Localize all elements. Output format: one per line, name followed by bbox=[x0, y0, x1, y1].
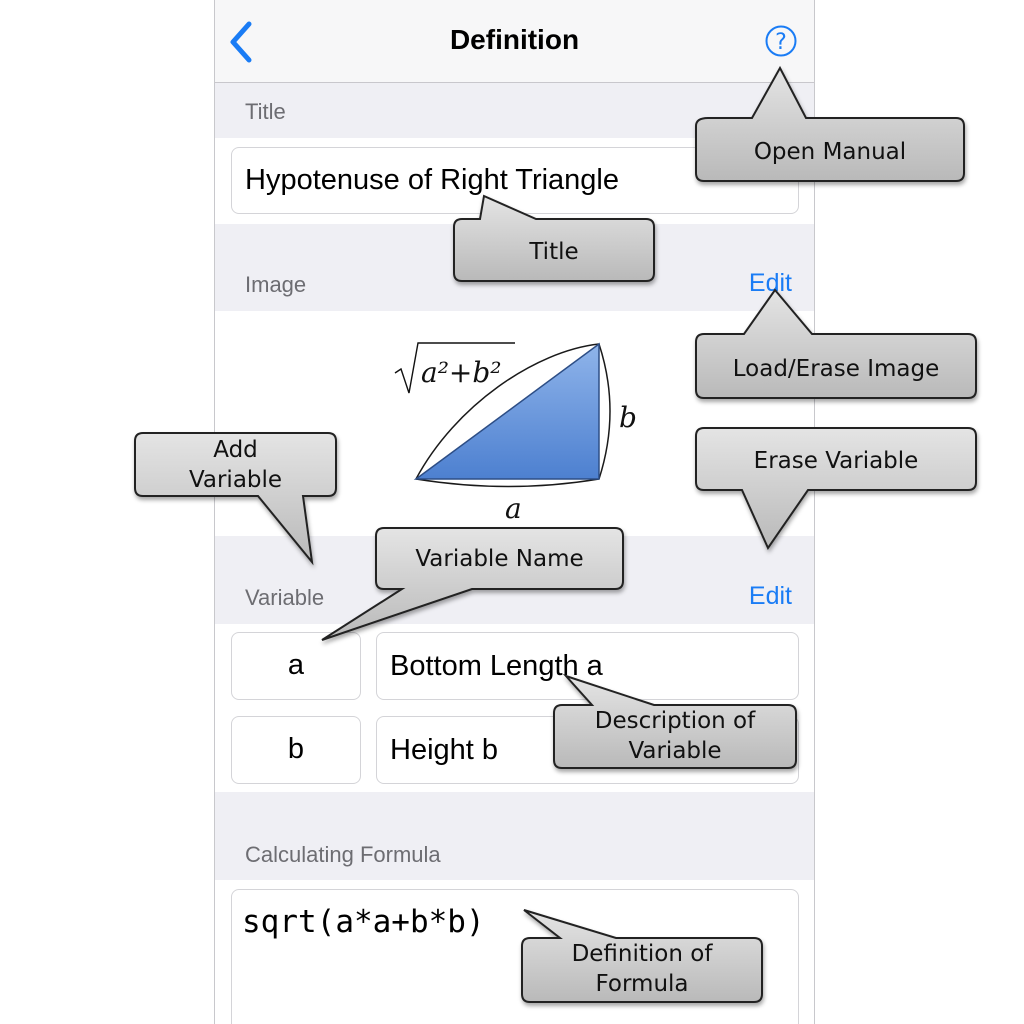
definition-formula-label-line-1: Definition of bbox=[571, 941, 713, 967]
chevron-left-icon[interactable] bbox=[223, 18, 263, 66]
description-label: Description of Variable bbox=[554, 706, 796, 767]
definition-formula-label: Definition of Formula bbox=[522, 939, 762, 1000]
add-variable-label-line-1: Add bbox=[213, 437, 258, 463]
bottom-arc bbox=[415, 478, 600, 488]
title-field-value: Hypotenuse of Right Triangle bbox=[245, 164, 619, 196]
variable-name: a bbox=[287, 649, 305, 681]
right-triangle bbox=[413, 342, 600, 480]
add-variable-label: Add Variable bbox=[135, 435, 336, 496]
navigation-bar: Definition ? bbox=[215, 0, 814, 83]
svg-text:?: ? bbox=[775, 30, 787, 55]
variable-name: b bbox=[287, 733, 305, 765]
title-callout-label: Title bbox=[529, 239, 579, 265]
hypotenuse-arc bbox=[415, 343, 600, 480]
variable-name-label: Variable Name bbox=[415, 546, 584, 572]
title-section-header: Title bbox=[245, 99, 286, 124]
variable-name-field[interactable]: b bbox=[231, 716, 361, 784]
variable-description: Bottom Length a bbox=[390, 650, 603, 682]
formula-section-header: Calculating Formula bbox=[245, 842, 441, 867]
side-a-label: a bbox=[505, 492, 522, 525]
height-arc bbox=[598, 343, 611, 480]
sqrt-symbol bbox=[394, 342, 515, 394]
erase-variable-label: Erase Variable bbox=[753, 448, 919, 474]
formula-value: sqrt(a*a+b*b) bbox=[242, 904, 485, 940]
description-label-line-2: Variable bbox=[628, 738, 722, 765]
question-circle-icon[interactable]: ? bbox=[764, 24, 798, 58]
variable-edit-button[interactable]: Edit bbox=[748, 582, 792, 610]
image-edit-button[interactable]: Edit bbox=[748, 269, 792, 297]
load-erase-image-label: Load/Erase Image bbox=[732, 356, 940, 382]
variable-section-header: Variable bbox=[245, 585, 325, 610]
page-title: Definition bbox=[449, 24, 580, 55]
image-section-header: Image bbox=[245, 272, 307, 297]
definition-formula-label-line-2: Formula bbox=[595, 971, 689, 998]
variable-description: Height b bbox=[390, 734, 499, 766]
open-manual-label: Open Manual bbox=[753, 139, 907, 165]
hypotenuse-label: a²+b² bbox=[421, 356, 502, 389]
side-b-label: b bbox=[619, 401, 637, 434]
triangle-diagram[interactable]: a²+b² b a bbox=[215, 311, 814, 536]
add-variable-label-line-2: Variable bbox=[188, 467, 283, 494]
description-label-line-1: Description of bbox=[594, 708, 756, 734]
image-cell: a²+b² b a bbox=[215, 311, 814, 536]
variable-description-field[interactable]: Bottom Length a bbox=[376, 632, 799, 700]
variable-name-field[interactable]: a bbox=[231, 632, 361, 700]
